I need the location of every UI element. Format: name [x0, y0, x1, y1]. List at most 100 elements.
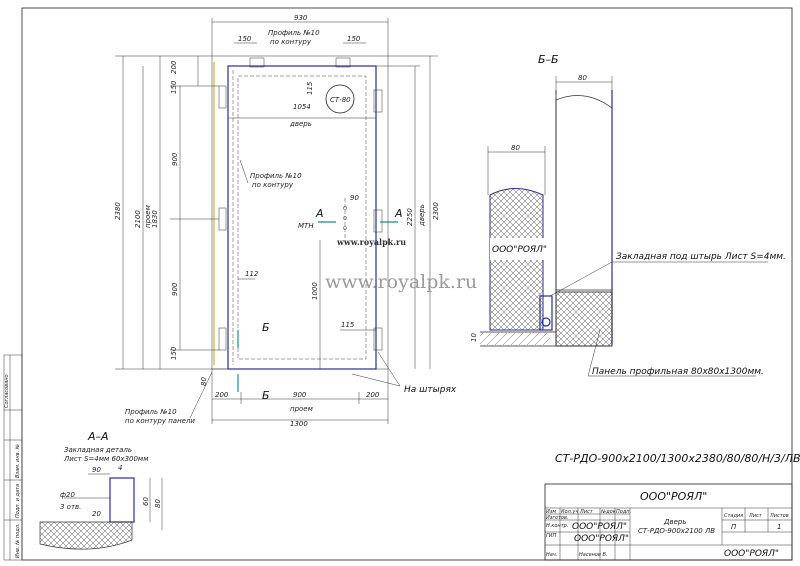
stamp-circle: [325, 84, 355, 114]
front-view: СТ-80 А А МТН Б Б 930 150 150 Профиль №1…: [114, 14, 457, 428]
pin-bracket-left-top: [218, 85, 227, 109]
tb-role-3: ГИП: [546, 533, 557, 539]
pin-bracket-top-left: [249, 57, 265, 68]
pin-bracket-left-mid: [218, 207, 227, 231]
strip-label-4: Инв. № подл.: [15, 524, 21, 559]
on-pins-label: На штырях: [404, 385, 457, 395]
tb-stage-header: Стадия: [724, 513, 743, 519]
profile-bottom-sub: по контуру панели: [125, 417, 195, 425]
strip-label-1: Согласовано: [4, 374, 10, 408]
tb-sheet-header: Лист: [748, 513, 763, 519]
dim-900-bot: 900: [171, 282, 179, 296]
dim-door-word: дверь: [289, 120, 312, 128]
side-strip: [3, 354, 23, 561]
tb-row-doc: №док: [600, 509, 616, 515]
dim-2250: 2250: [406, 208, 414, 226]
aa-dim-4: 4: [118, 464, 122, 472]
tb-company-top: ООО"РОЯЛ": [640, 490, 707, 503]
dim-90: 90: [350, 194, 359, 202]
pin-bracket-right-bot: [373, 327, 383, 351]
tb-company-mid-1: ООО"РОЯЛ": [572, 522, 627, 532]
aa-dim-3: 3 отв.: [60, 503, 81, 511]
inner-profile: [237, 75, 367, 360]
door-leaf: [227, 65, 377, 370]
aa-ground: [39, 521, 133, 550]
watermark-small: www.royalpk.ru: [336, 237, 406, 247]
aa-plate: [109, 477, 135, 523]
section-bb: Б–Б 80 80 ООО"РОЯЛ" 10 Закладная под шты…: [470, 53, 786, 377]
dim-150-right: 150: [347, 35, 361, 43]
dim-115-bottom: 115: [341, 321, 355, 329]
title-block: ООО"РОЯЛ" Изм Кол.уч Лист №док Подп. Изг…: [544, 483, 793, 561]
tb-company-mid-2: ООО"РОЯЛ": [574, 534, 629, 544]
bb-pin-plate: [539, 295, 553, 331]
tb-company-bottom: ООО"РОЯЛ": [724, 549, 779, 559]
tb-sheets-header: Листов: [769, 513, 789, 519]
stamp-text: СТ-80: [330, 96, 351, 104]
bb-callout-panel: Панель профильная 80х80х1300мм.: [592, 367, 764, 377]
dim-200-bottom-left: 200: [215, 391, 229, 399]
dim-2300: 2300: [432, 202, 440, 220]
tb-role-1: Изготов.: [546, 515, 569, 521]
mtn-label: МТН: [298, 222, 314, 230]
pin-bracket-right-mid: [373, 209, 383, 233]
tb-role-6: Нач.: [546, 552, 557, 558]
profile-mid-label: Профиль №10: [250, 172, 302, 180]
tb-item-title: Дверь: [663, 518, 686, 526]
profile-top-label: Профиль №10: [268, 29, 320, 37]
aa-embed-sub: Лист S=4мм 60х300мм: [63, 455, 149, 463]
dim-2100: 2100: [134, 210, 142, 228]
dim-900-bottom: 900: [293, 391, 307, 399]
tb-row-kol: Кол.уч: [561, 509, 578, 515]
dim-80-left: 80: [200, 377, 208, 386]
dim-1830: 1830: [151, 210, 159, 228]
dim-930: 930: [294, 14, 308, 22]
dim-115-top: 115: [306, 81, 314, 95]
bb-dim-80-left: 80: [511, 144, 520, 152]
bb-dim-80-top: 80: [578, 74, 587, 82]
bb-callout-plate: Закладная под штырь Лист S=4мм.: [616, 252, 786, 262]
tb-row-list: Лист: [579, 509, 594, 515]
tb-sheets-value: 1: [777, 523, 781, 531]
pin-bracket-right-top: [373, 89, 383, 113]
tb-item-code: СТ-РДО-900х2100 ЛВ: [638, 527, 715, 535]
dim-150-left-bot: 150: [170, 346, 178, 360]
aa-dim-20b: 20: [92, 510, 101, 518]
aa-dim-90: 90: [92, 466, 101, 474]
tb-role-2: Н.контр.: [546, 523, 568, 529]
sheet-frame: [21, 7, 793, 561]
bb-dim-10: 10: [470, 333, 478, 342]
strip-label-2: Взам. инв. №: [15, 444, 21, 478]
dim-proem-left: проем: [144, 204, 152, 228]
section-b-top-label: Б: [262, 321, 270, 334]
tb-row-izm: Изм: [546, 509, 556, 515]
section-a-right-label: А: [394, 207, 403, 220]
aa-dim-80: 80: [154, 499, 162, 508]
dim-150-left: 150: [238, 35, 252, 43]
bb-profile-panel: [555, 291, 613, 347]
section-aa-title: А–А: [87, 430, 109, 443]
section-b-bottom-label: Б: [262, 389, 270, 402]
aa-embed-title: Закладная деталь: [64, 446, 132, 454]
tb-signature: Насенов В.: [579, 552, 608, 558]
section-bb-title: Б–Б: [538, 53, 559, 66]
dim-2380: 2380: [114, 202, 122, 220]
aa-dim-60: 60: [142, 497, 150, 506]
dim-112: 112: [245, 270, 259, 278]
pin-bracket-top-right: [335, 57, 351, 68]
dim-900-top: 900: [171, 152, 179, 166]
profile-mid-sub: по контуру: [252, 181, 294, 189]
dim-proem-bottom: проем: [290, 405, 314, 413]
dim-dver-right: дверь: [418, 204, 426, 227]
dim-1054: 1054: [293, 103, 311, 111]
dim-1000: 1000: [311, 282, 319, 300]
watermark-main: www.royalpk.ru: [325, 271, 477, 293]
tb-row-podp: Подп.: [616, 509, 631, 515]
dim-150-left-top: 150: [170, 80, 178, 94]
strip-label-3: Подп. и дата: [15, 484, 21, 518]
tb-stage-value: П: [731, 523, 737, 531]
dim-200-bottom-right: 200: [366, 391, 380, 399]
dim-1300: 1300: [290, 420, 308, 428]
